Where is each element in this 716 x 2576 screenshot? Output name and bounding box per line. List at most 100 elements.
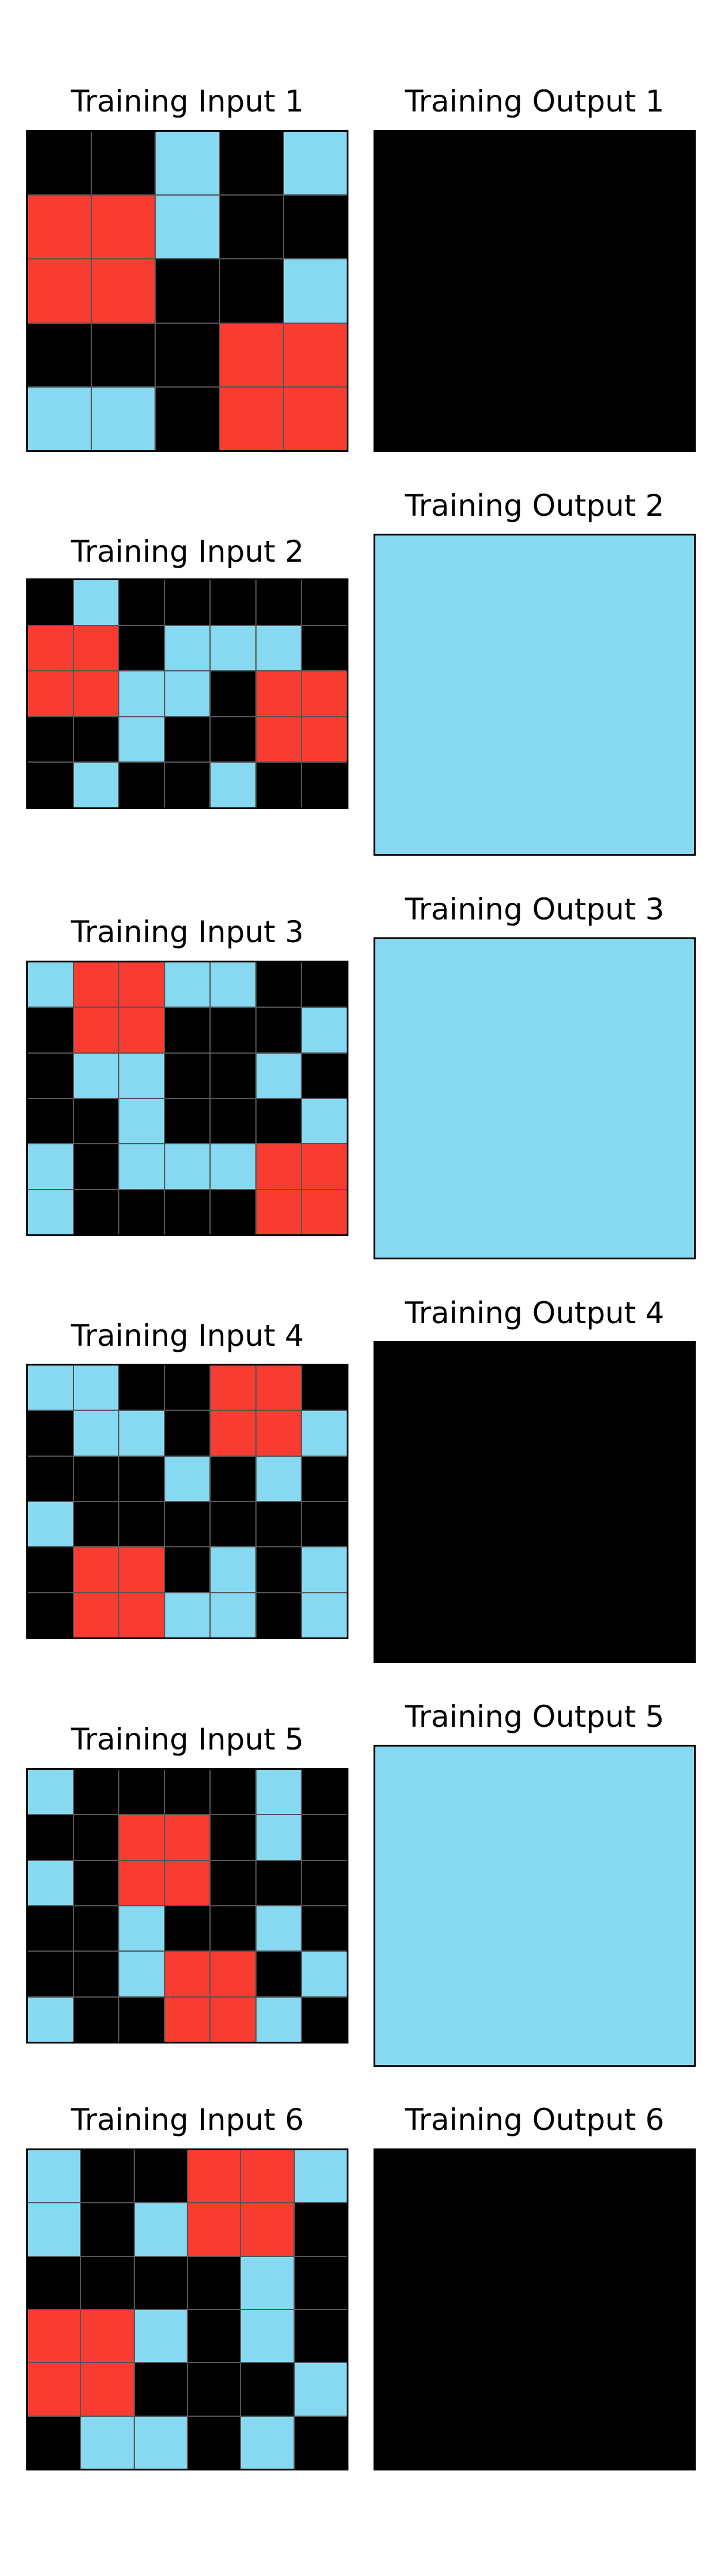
grid-cell-r5-c2 [119,1593,164,1637]
grid-cell-r3-c0 [28,1502,73,1547]
grid-cell-r3-c4 [211,1099,255,1144]
grid-cell-r0-c1 [73,1366,119,1410]
training-input-4-panel: Training Input 4 [25,1318,350,1640]
grid-cell-r0-c6 [302,1770,347,1815]
grid-cell-r3-c5 [256,717,301,762]
grid-cell-r4-c5 [256,763,301,807]
grid-cell-r0-c3 [165,1770,210,1815]
training-output-2-grid [374,534,696,856]
training-output-5-grid [374,1745,696,2067]
grid-cell-r4-c0 [28,387,91,450]
training-output-6-panel: Training Output 6 [372,2102,697,2472]
grid-cell-r5-c4 [211,1190,255,1234]
training-output-4-panel: Training Output 4 [372,1295,697,1665]
grid-cell-r4-c1 [73,1547,119,1592]
grid-cell-r4-c2 [156,387,219,450]
grid-cell-r2-c6 [302,1456,347,1501]
grid-cell-r0-c4 [241,2150,294,2203]
grid-cell-r3-c3 [165,1906,210,1951]
training-input-6-panel: Training Input 6 [25,2102,350,2472]
grid-cell-r1-c3 [220,196,283,259]
grid-cell-r4-c4 [211,1952,255,1996]
grid-cell-r4-c2 [119,763,164,807]
grid-cell-r3-c6 [302,1099,347,1144]
grid-cell-r3-c3 [188,2310,240,2363]
grid-cell-r5-c2 [119,1997,164,2042]
grid-cell-r0-c6 [302,962,347,1007]
grid-cell-r2-c5 [256,1860,301,1905]
grid-cell-r4-c1 [81,2363,134,2416]
grid-cell-r1-c3 [165,1815,210,1860]
grid-cell-r5-c5 [256,1593,301,1637]
grid-cell-r4-c1 [92,387,155,450]
grid-cell-r1-c6 [302,626,347,671]
grid-cell-r1-c1 [92,196,155,259]
training-input-5-title: Training Input 5 [70,1722,304,1757]
grid-cell-r4-c3 [165,763,210,807]
grid-cell-r2-c4 [211,671,255,716]
grid-cell-r4-c6 [302,1547,347,1592]
grid-cell-r1-c6 [302,1815,347,1860]
grid-cell-r1-c5 [256,626,301,671]
grid-cell-r1-c1 [73,626,119,671]
grid-cell-r0-c1 [81,2150,134,2203]
training-output-4-grid [374,1341,696,1663]
grid-cell-r0-c5 [256,962,301,1007]
grid-cell-r4-c5 [256,1144,301,1189]
grid-cell-r0-c4 [211,1366,255,1410]
grid-cell-r1-c0 [28,1411,73,1456]
training-input-5-grid [26,1768,348,2044]
grid-cell-r2-c4 [211,1456,255,1501]
grid-cell-r1-c1 [73,1411,119,1456]
grid-cell-r0-c2 [119,580,164,625]
grid-cell-r0-c2 [134,2150,187,2203]
grid-cell-r5-c2 [119,1190,164,1234]
grid-cell-r5-c0 [28,1593,73,1637]
grid-cell-r2-c0 [28,1053,73,1098]
grid-cell-r2-c0 [28,259,91,323]
grid-cell-r4-c4 [211,1144,255,1189]
grid-cell-r0-c5 [256,580,301,625]
grid-cell-r0-c0 [28,1770,73,1815]
grid-cell-r5-c0 [28,2416,81,2469]
grid-cell-r0-c0 [28,132,91,195]
grid-cell-r2-c3 [165,671,210,716]
grid-cell-r0-c5 [294,2150,347,2203]
training-output-6-title: Training Output 6 [405,2103,665,2137]
grid-cell-r5-c4 [211,1593,255,1637]
training-input-4-title: Training Input 4 [70,1318,304,1353]
training-input-6-grid [26,2148,348,2470]
training-output-5-panel: Training Output 5 [372,1699,697,2069]
grid-cell-r4-c1 [73,1952,119,1996]
grid-cell-r2-c2 [119,1860,164,1905]
grid-cell-r5-c4 [211,1997,255,2042]
grid-cell-r0-c4 [211,1770,255,1815]
grid-cell-r3-c3 [165,717,210,762]
grid-cell-r4-c6 [302,1144,347,1189]
grid-cell-r3-c4 [211,1906,255,1951]
grid-cell-r2-c4 [283,259,347,323]
grid-cell-r1-c2 [119,1008,164,1052]
grid-cell-r3-c0 [28,2310,81,2363]
grid-cell-r1-c4 [211,1815,255,1860]
grid-cell-r3-c2 [156,323,219,386]
grid-cell-r4-c1 [73,763,119,807]
grid-cell-r1-c5 [294,2203,347,2256]
grid-cell-r0-c2 [156,132,219,195]
grid-cell-r0-c4 [283,132,347,195]
grid-cell-r2-c6 [302,1053,347,1098]
grid-cell-r0-c4 [211,580,255,625]
grid-cell-r2-c0 [28,1860,73,1905]
grid-cell-r4-c6 [302,763,347,807]
training-input-2-grid [26,578,348,809]
grid-cell-r0-c4 [211,962,255,1007]
grid-cell-r5-c3 [165,1593,210,1637]
training-input-3-title: Training Input 3 [70,915,304,949]
training-output-1-panel: Training Output 1 [372,83,697,453]
grid-cell-r3-c2 [119,1906,164,1951]
grid-cell-r0-c0 [28,2150,81,2203]
grid-cell-r1-c1 [81,2203,134,2256]
grid-cell-r3-c2 [134,2310,187,2363]
grid-cell-r1-c4 [211,1411,255,1456]
training-input-1-panel: Training Input 1 [25,83,350,453]
